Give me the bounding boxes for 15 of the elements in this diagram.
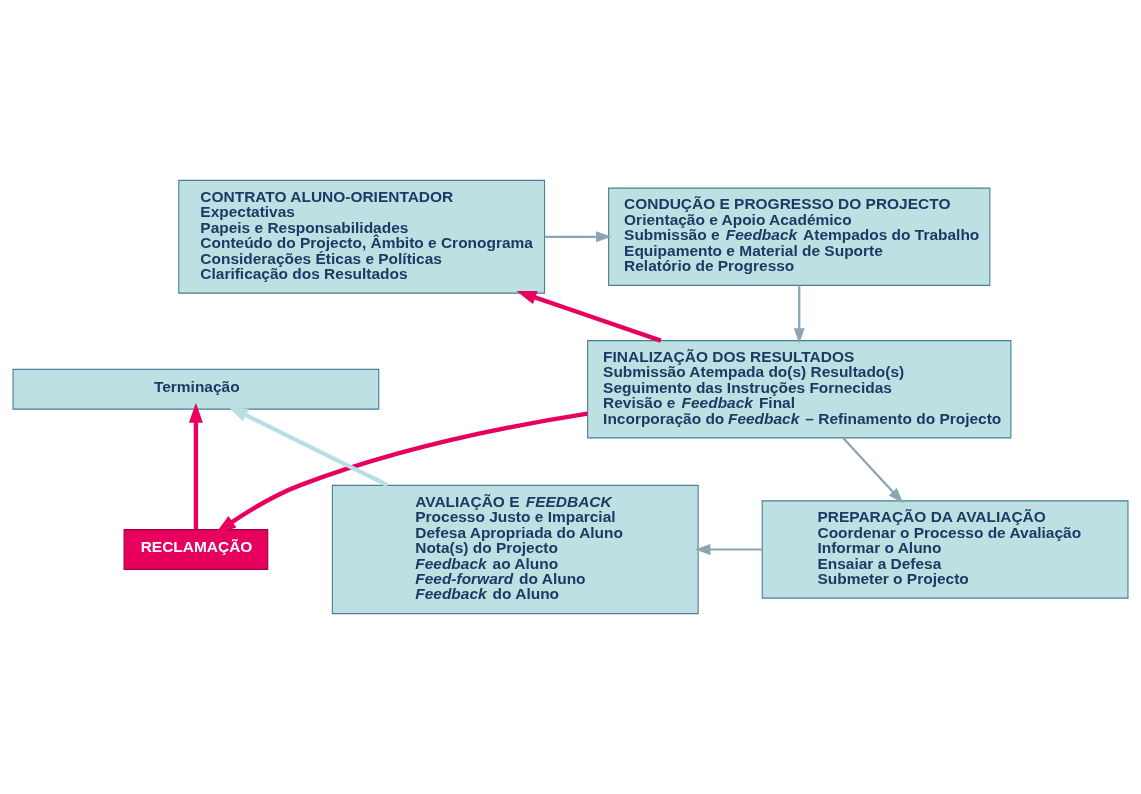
node-box: CONTRATO ALUNO-ORIENTADOR Expectativas Papeis e Responsabilidades Conteúdo do Projecto, Âmbito e Cronograma Considerações Éticas e Políticas Clarificação dos Resultados: [178, 179, 546, 294]
arrow: [842, 437, 904, 504]
arrow: [188, 402, 203, 530]
node-box: RECLAMAÇÃO: [123, 529, 269, 570]
node-box: Terminação: [12, 368, 380, 410]
arrow: [544, 231, 612, 243]
node-box: FINALIZAÇÃO DOS RESULTADOS Submissão Atempada do(s) Resultado(s) Seguimento das Instruções Fornecidas Revisão e Feedback Final Incorporação do Feedback – Refinamento do Projecto: [587, 340, 1012, 439]
arrow: [228, 406, 389, 488]
node-box: CONDUÇÃO E PROGRESSO DO PROJECTO Orientação e Apoio Académico Submissão e Feedback Atempados do Trabalho Equipamento e Material de Suporte Relatório de Progresso: [608, 187, 991, 286]
node-box: AVALIAÇÃO E FEEDBACK Processo Justo e Imparcial Defesa Apropriada do Aluno Nota(s) do Projecto Feedback ao Aluno Feed-forward do Aluno Feedback do Aluno: [331, 484, 699, 615]
arrow: [516, 290, 662, 343]
arrow: [215, 411, 588, 534]
node-box: PREPARAÇÃO DA AVALIAÇÃO Coordenar o Processo de Avaliação Informar o Aluno Ensaiar a Defesa Submeter o Projecto: [761, 500, 1129, 599]
arrow: [793, 285, 805, 344]
arrow: [694, 544, 762, 555]
